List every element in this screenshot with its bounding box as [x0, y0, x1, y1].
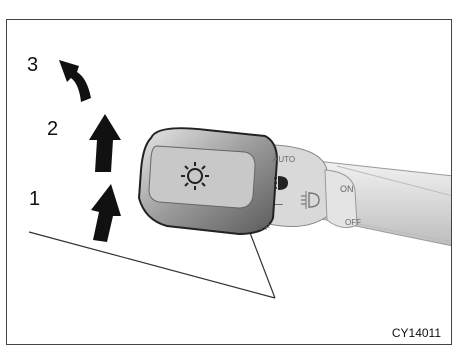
headlight-switch-illustration: AUTO – OFF ON OFF [7, 20, 452, 345]
arrow-up-icon [89, 114, 121, 172]
minus-label: – [275, 195, 283, 211]
pointer-line [247, 225, 275, 298]
light-bulb-icon [274, 176, 288, 190]
step-label-1: 1 [29, 188, 40, 211]
base-line [29, 232, 275, 298]
off-label: OFF [254, 223, 270, 232]
curved-arrow-icon [59, 60, 91, 102]
outer-off-label: OFF [345, 218, 361, 227]
illustration-frame: AUTO – OFF ON OFF 1 2 3 CY1401 [6, 19, 452, 345]
arrow-up-icon [91, 184, 121, 242]
image-code: CY14011 [392, 326, 441, 340]
auto-label: AUTO [273, 155, 295, 164]
step-label-2: 2 [47, 118, 58, 141]
on-label: ON [340, 184, 354, 194]
step-label-3: 3 [27, 54, 38, 77]
